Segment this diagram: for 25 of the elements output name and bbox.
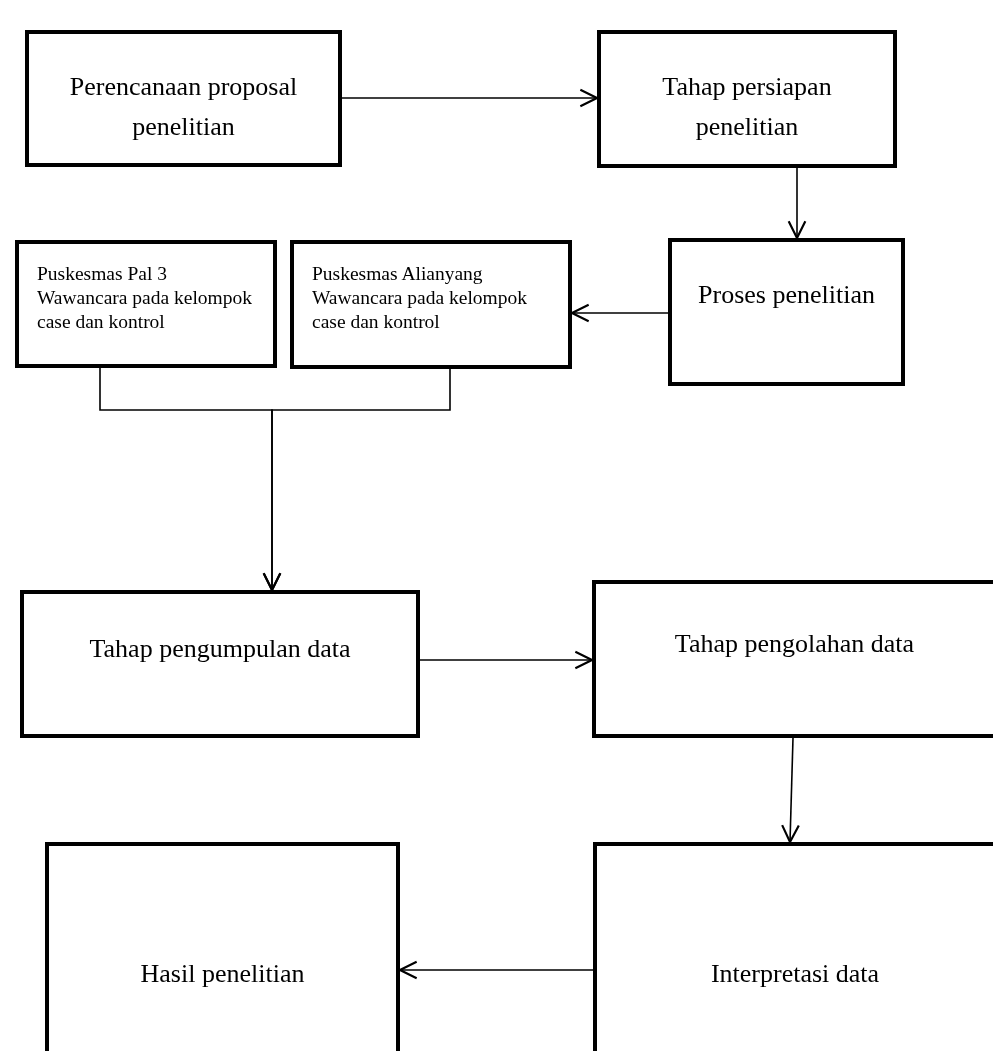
box-heading: Puskesmas Alianyang: [312, 262, 484, 286]
box-heading: Puskesmas Pal 3: [37, 262, 168, 286]
box-text: Tahap pengolahan data: [673, 628, 916, 660]
box-text: Tahap pengumpulan data: [88, 633, 352, 665]
process-box: [290, 240, 572, 369]
box-text: Wawancara pada kelompok case dan kontrol: [37, 286, 253, 334]
arrow: [787, 167, 807, 240]
box-text: Proses penelitian: [697, 279, 876, 311]
box-text: Interpretasi data: [709, 958, 881, 990]
process-box: [45, 842, 400, 1051]
arrow: [341, 88, 599, 108]
process-box: [15, 240, 277, 368]
box-text: Tahap persiapan penelitian: [661, 71, 833, 143]
process-box: [597, 30, 897, 168]
process-box: [25, 30, 342, 167]
arrow: [419, 650, 594, 670]
process-box: [20, 590, 420, 738]
box-text: Perencanaan proposal penelitian: [68, 71, 299, 143]
process-box: [592, 580, 993, 738]
arrow: [262, 368, 451, 592]
arrow: [781, 737, 800, 844]
box-text: Hasil penelitian: [139, 958, 306, 990]
box-text: Wawancara pada kelompok case dan kontrol: [312, 286, 528, 334]
process-box: [593, 842, 993, 1051]
process-box: [668, 238, 905, 386]
